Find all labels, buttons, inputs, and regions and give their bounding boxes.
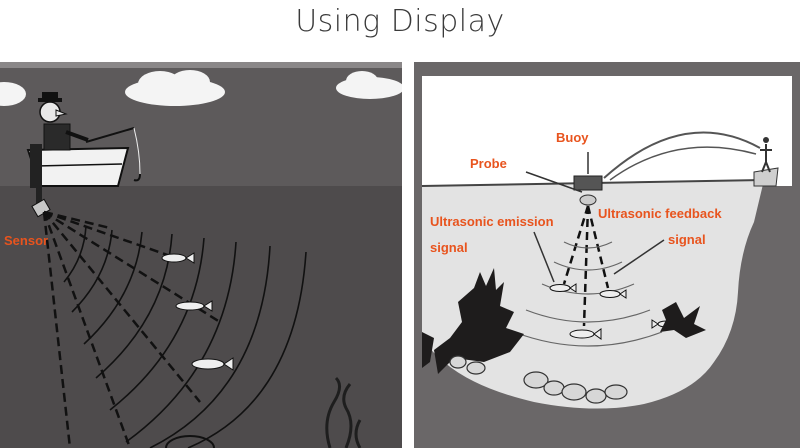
water: [0, 186, 402, 448]
fishing-sonar-illustration: Sensor: [0, 62, 402, 448]
buoy-scene-svg: [414, 62, 800, 448]
fish: [549, 283, 577, 293]
fishing-line: [133, 127, 141, 175]
probe: [579, 194, 597, 206]
cloud: [125, 70, 225, 106]
seaweed: [325, 376, 362, 448]
seaweed: [422, 268, 706, 374]
page-title: Using Display: [295, 4, 505, 39]
sensor-label: Sensor: [4, 233, 49, 248]
hook: [133, 173, 141, 182]
feedback-arrow: [613, 239, 665, 275]
emission-label-line1: Ultrasonic emission: [430, 214, 554, 229]
boat: [26, 144, 130, 204]
buoy: [573, 175, 603, 191]
probe-label: Probe: [470, 156, 507, 171]
buoy-label: Buoy: [556, 130, 589, 145]
fish: [569, 328, 602, 340]
seabed-rocks: [449, 355, 628, 404]
cloud: [0, 82, 26, 106]
sky: [422, 76, 792, 186]
feedback-label-line1: Ultrasonic feedback: [598, 206, 722, 221]
fish: [191, 357, 234, 371]
fish: [175, 300, 213, 312]
buoy-sonar-diagram: Buoy Probe Ultrasonic emission signal Ul…: [414, 62, 800, 448]
seabed-rock: [165, 435, 215, 448]
fishing-line: [603, 131, 761, 179]
fisherman: [38, 92, 89, 151]
fish: [161, 252, 195, 264]
fishing-scene-svg: [0, 62, 402, 448]
fish: [599, 289, 627, 299]
feedback-label-line2: signal: [668, 232, 706, 247]
emission-arrow: [533, 231, 555, 283]
person-on-shore: [760, 137, 772, 173]
cloud: [336, 71, 402, 99]
fishing-rod: [85, 127, 135, 143]
emission-label-line2: signal: [430, 240, 468, 255]
sonar-waves: [63, 225, 307, 448]
